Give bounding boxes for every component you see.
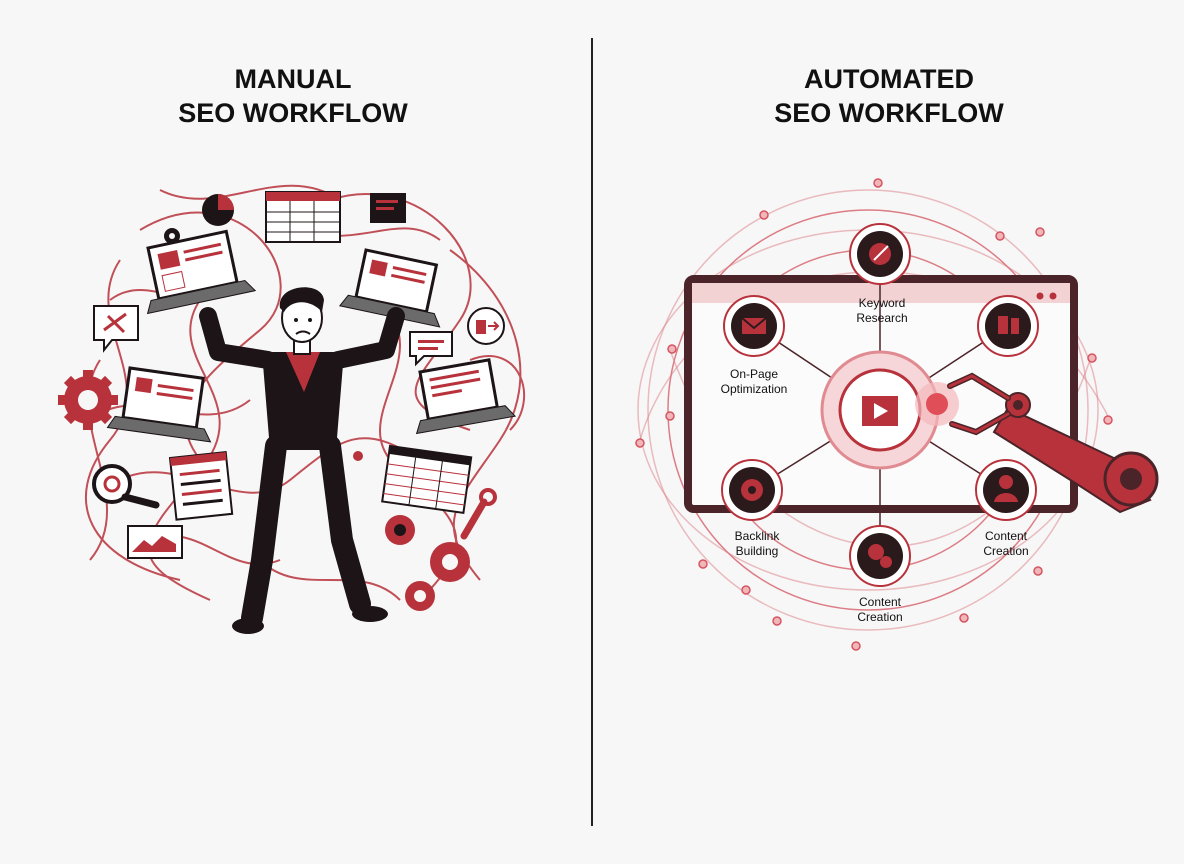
robot-arm	[915, 372, 1159, 514]
node-backlink-building	[721, 459, 783, 521]
laptop-icon-top-right	[338, 248, 441, 328]
label-onpage-line1: On-Page	[730, 367, 778, 381]
label-content-right-line2: Creation	[983, 544, 1028, 558]
automated-panel-title: AUTOMATED SEO WORKFLOW	[689, 62, 1089, 130]
magnifier-icon	[92, 464, 160, 509]
node-content-creation-bottom	[849, 525, 911, 587]
clipboard-icon	[168, 451, 234, 521]
node-on-page-optimization	[723, 295, 785, 357]
node-content-creation-lower-right	[975, 459, 1037, 521]
label-keyword-line2: Research	[856, 311, 907, 325]
label-content-bottom-line2: Creation	[857, 610, 902, 624]
pie-chart-icon	[202, 194, 234, 226]
label-backlink-line1: Backlink	[735, 529, 781, 543]
node-keyword-research	[849, 223, 911, 285]
center-divider	[591, 38, 593, 826]
laptop-icon-right	[415, 358, 517, 435]
document-card-icon	[370, 193, 406, 223]
label-onpage-line2: Optimization	[721, 382, 788, 396]
chat-bubble-icon	[409, 331, 453, 367]
laptop-icon-top-left	[146, 229, 257, 315]
wrench-icon	[460, 488, 497, 540]
label-content-bottom-line1: Content	[859, 595, 902, 609]
manual-illustration	[58, 184, 526, 634]
label-keyword-line1: Keyword	[859, 296, 906, 310]
label-content-right-line1: Content	[985, 529, 1028, 543]
line-chart-card-icon	[127, 525, 183, 559]
label-backlink-line2: Building	[736, 544, 779, 558]
automated-illustration: Keyword Research On-Page Optimization Ba…	[635, 178, 1159, 651]
export-icon	[467, 307, 505, 345]
automated-title-line2: SEO WORKFLOW	[774, 98, 1004, 128]
manual-title-line2: SEO WORKFLOW	[178, 98, 408, 128]
manual-panel-title: MANUAL SEO WORKFLOW	[93, 62, 493, 130]
data-table-icon	[381, 444, 473, 514]
broken-link-bubble-icon	[93, 305, 139, 353]
stressed-person-figure	[199, 287, 405, 634]
automated-title-line1: AUTOMATED	[804, 64, 974, 94]
gear-icon	[164, 228, 180, 244]
central-hub	[820, 350, 940, 470]
gear-cluster-icon	[353, 451, 470, 611]
manual-title-line1: MANUAL	[234, 64, 352, 94]
large-gear-icon	[58, 370, 118, 430]
laptop-icon-left	[106, 366, 212, 443]
node-content-creation-right	[977, 295, 1039, 357]
spreadsheet-icon	[265, 191, 341, 243]
network-dots	[635, 178, 1113, 651]
